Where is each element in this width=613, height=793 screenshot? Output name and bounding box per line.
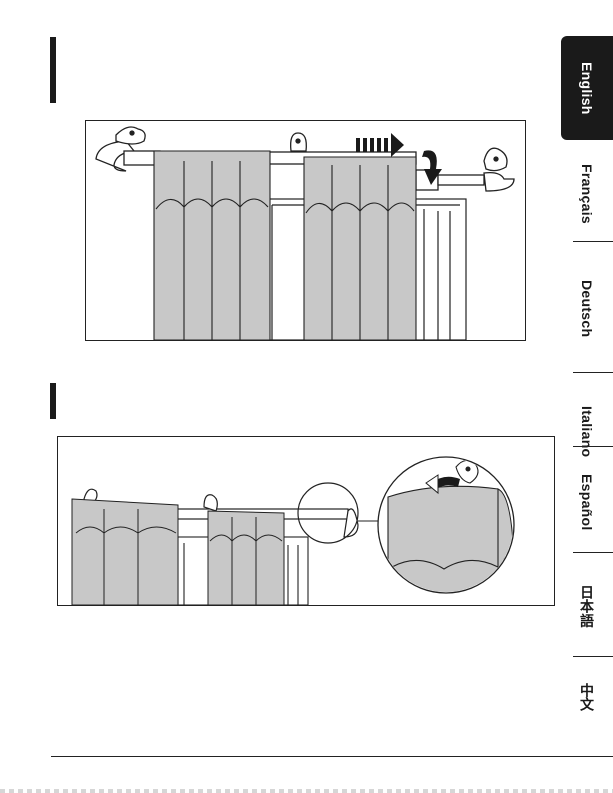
tab-francais-label: Français [579,164,595,224]
tab-english-label: English [579,62,595,115]
divider [573,656,613,657]
step-marker-2 [50,383,56,419]
tab-espanol-label: Español [579,474,595,531]
step-marker-1 [50,37,56,103]
return-curtain-icon [378,457,514,605]
divider [573,552,613,553]
tab-chinese[interactable]: 中文 [561,664,613,730]
figure-return-panels [57,436,555,606]
tab-english[interactable]: English [561,36,613,140]
tab-francais[interactable]: Français [561,148,613,240]
curtain-panel-icon [154,151,416,340]
tab-chinese-label: 中文 [577,683,597,712]
divider [573,241,613,242]
tab-japanese[interactable]: 日本語 [561,558,613,654]
tab-espanol[interactable]: Español [561,454,613,550]
footer-rule [51,756,613,757]
tab-deutsch-label: Deutsch [579,280,595,337]
bottom-edge-strip [0,789,613,793]
language-sidebar: English Français Deutsch Italiano Españo… [561,36,613,730]
curtain-panel-icon [72,499,284,605]
tab-deutsch[interactable]: Deutsch [561,248,613,370]
divider [573,372,613,373]
tab-italiano-label: Italiano [579,406,595,457]
tab-japanese-label: 日本語 [577,585,597,628]
figure-install-panels [85,120,526,341]
divider [573,446,613,447]
